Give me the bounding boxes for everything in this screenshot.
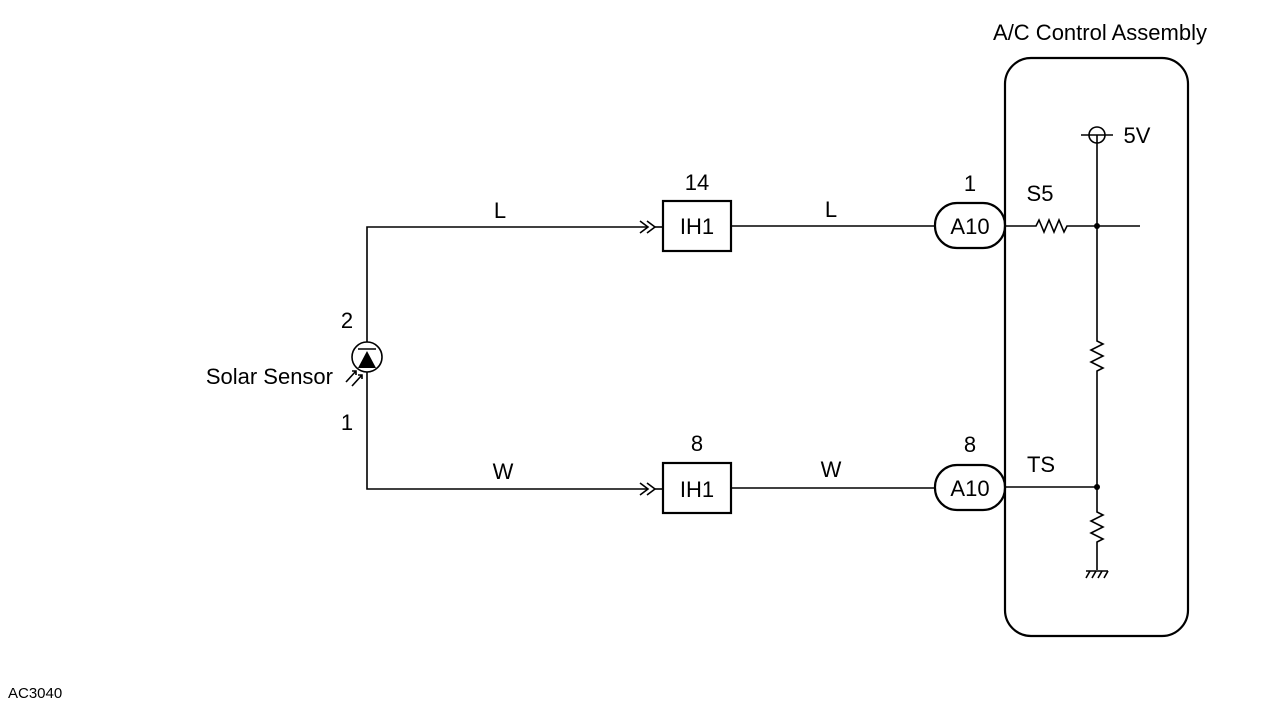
wire-top-left [366, 226, 648, 342]
terminal-ts-label: TS [1027, 452, 1055, 477]
junction-ih1-bottom-label: IH1 [680, 477, 714, 502]
connector-a10-top-pin: 1 [964, 171, 976, 196]
resistor-pullup [1089, 226, 1105, 487]
connector-a10-top-label: A10 [950, 214, 989, 239]
junction-ih1-bottom-pin: 8 [691, 431, 703, 456]
wire-color-top-left: L [494, 198, 506, 223]
wire-color-top-middle: L [825, 197, 837, 222]
control-assembly-box [1003, 56, 1190, 638]
assembly-title: A/C Control Assembly [993, 20, 1207, 45]
connector-a10-bottom-pin: 8 [964, 432, 976, 457]
solar-sensor-diode [358, 351, 376, 368]
wire-color-bottom-middle: W [821, 457, 842, 482]
solar-sensor-label: Solar Sensor [206, 364, 333, 389]
ground-icon [1085, 570, 1109, 579]
resistor-ts [1089, 487, 1105, 570]
solar-sensor-icon [351, 341, 383, 373]
wire-color-bottom-left: W [493, 459, 514, 484]
connector-a10-bottom-label: A10 [950, 476, 989, 501]
junction-ih1-top-pin: 14 [685, 170, 709, 195]
supply-voltage-label: 5V [1124, 123, 1151, 148]
resistor-s5 [1005, 217, 1140, 235]
solar-sensor-pin-top: 2 [341, 308, 353, 333]
wire-bottom-left [366, 372, 648, 490]
light-arrows-icon [345, 370, 363, 387]
solar-sensor-pin-bottom: 1 [341, 410, 353, 435]
figure-code: AC3040 [8, 685, 62, 702]
terminal-s5-label: S5 [1027, 181, 1054, 206]
junction-ih1-top-label: IH1 [680, 214, 714, 239]
